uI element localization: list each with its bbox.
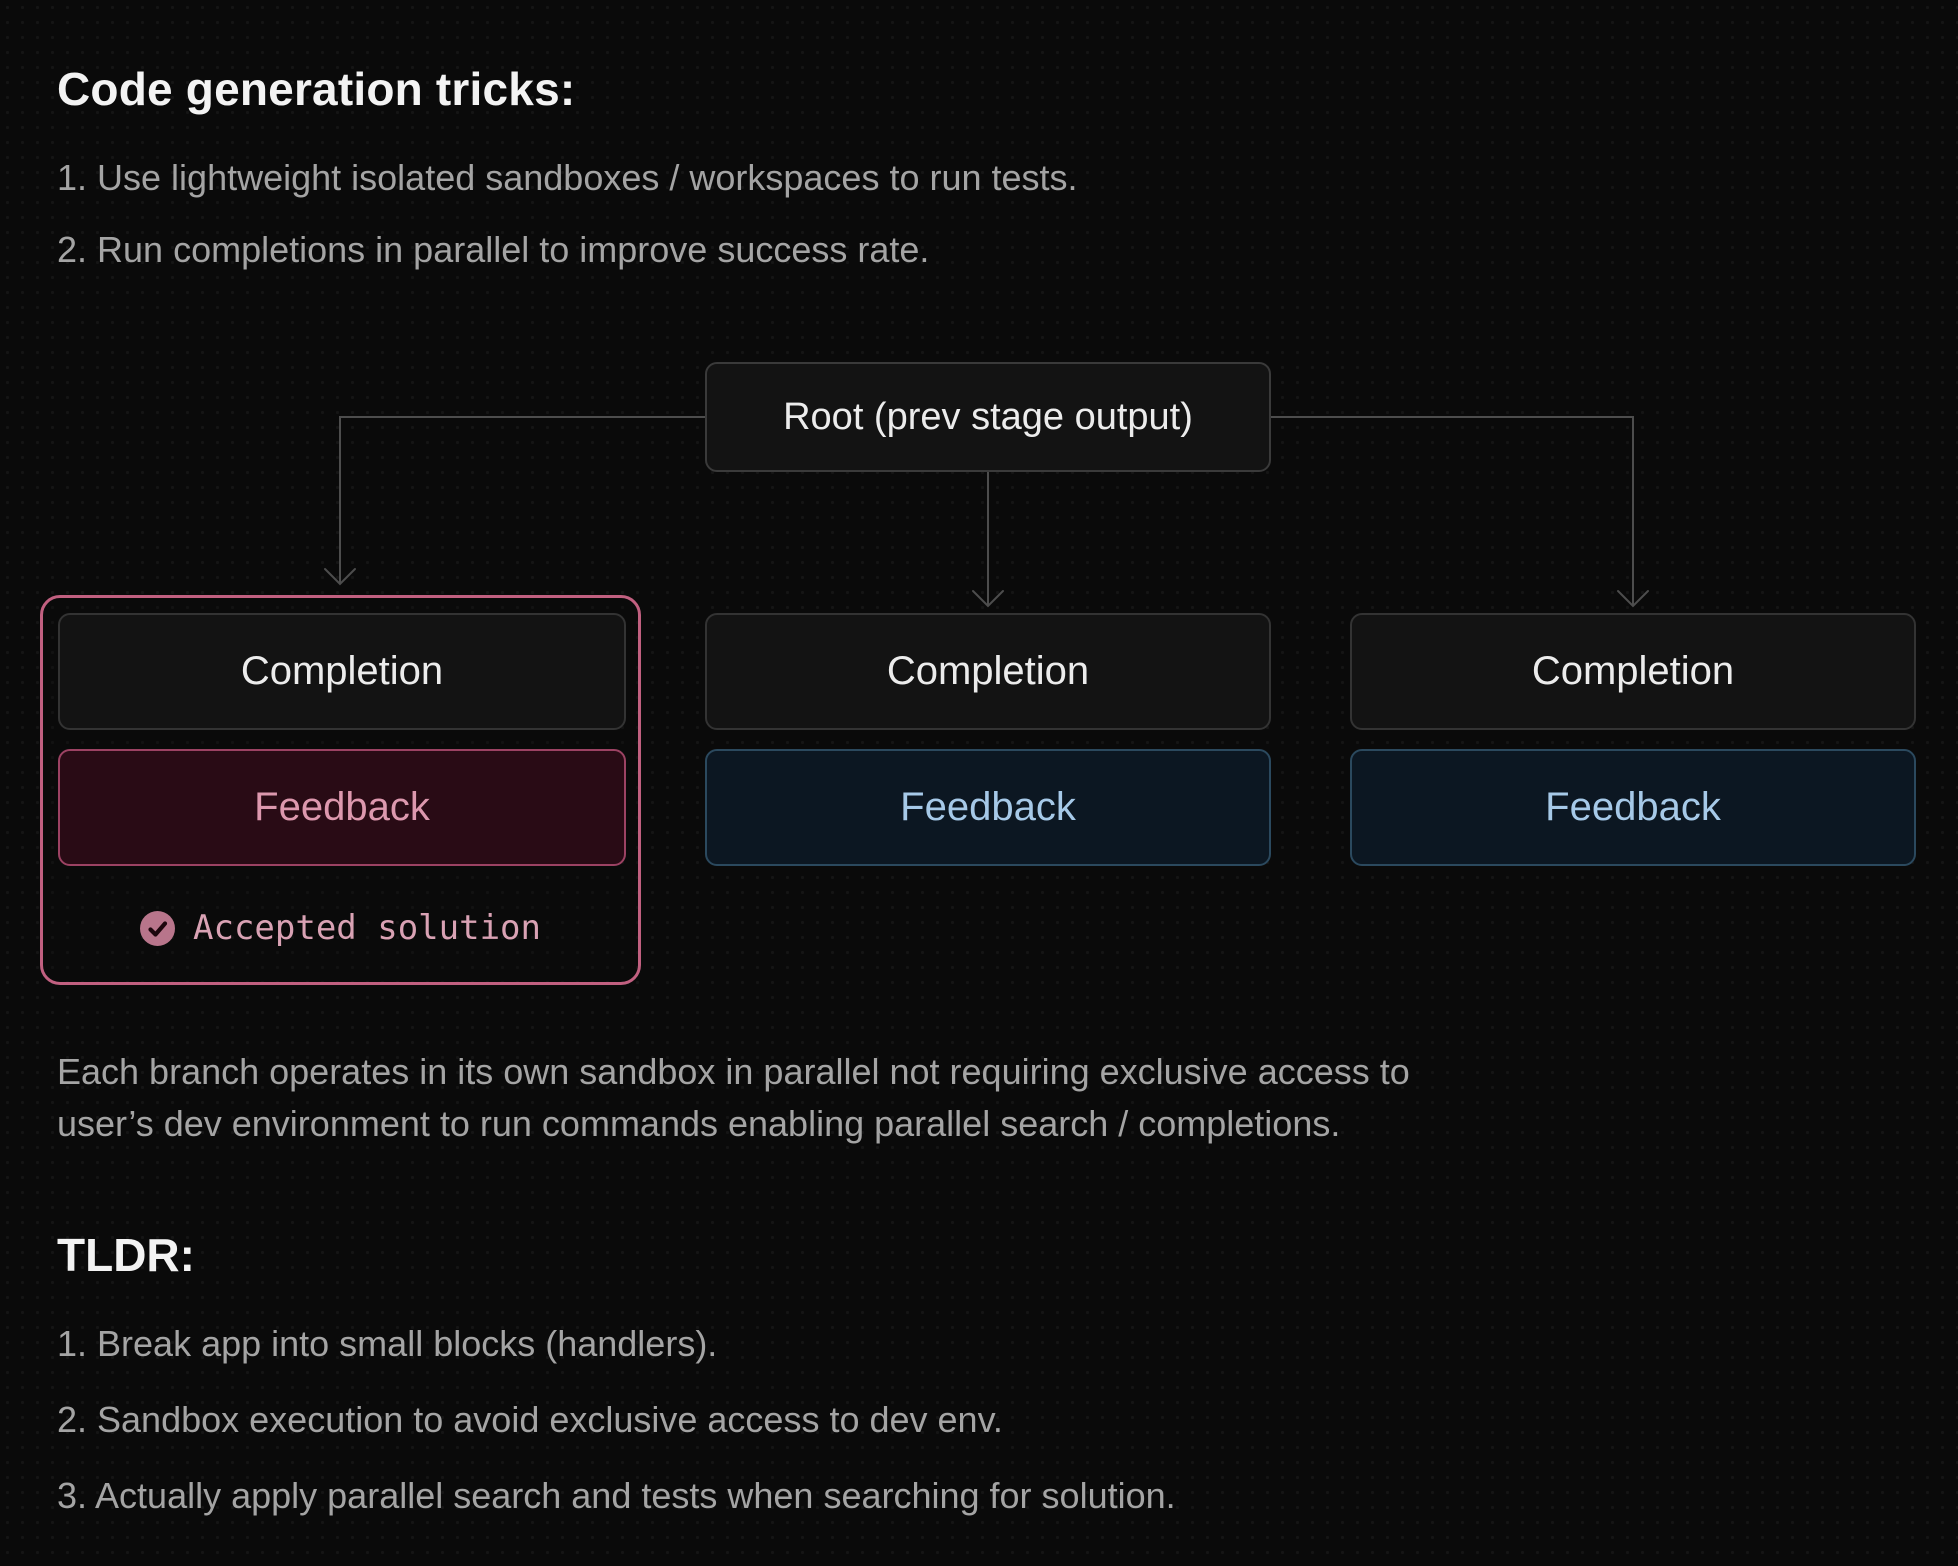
accepted-solution-badge: Accepted solution	[40, 901, 641, 955]
page-title: Code generation tricks:	[57, 63, 576, 115]
completion-label: Completion	[240, 649, 444, 693]
arrowhead-left-icon	[324, 568, 356, 586]
summary-paragraph-line-1: Each branch operates in its own sandbox …	[57, 1051, 1410, 1092]
completion-label: Completion	[886, 649, 1090, 693]
arrowhead-right-icon	[1617, 590, 1649, 608]
diagram-root-node: Root (prev stage output)	[705, 362, 1271, 472]
completion-label: Completion	[1531, 649, 1735, 693]
tldr-title: TLDR:	[57, 1229, 195, 1281]
root-node-label: Root (prev stage output)	[783, 395, 1193, 438]
branch-3-completion-node: Completion	[1350, 613, 1916, 730]
feedback-label: Feedback	[1545, 785, 1721, 829]
branch-2-completion-node: Completion	[705, 613, 1271, 730]
branch-1-completion-node: Completion	[58, 613, 626, 730]
branch-3-feedback-node: Feedback	[1350, 749, 1916, 866]
branch-2-feedback-node: Feedback	[705, 749, 1271, 866]
accepted-solution-label: Accepted solution	[193, 908, 541, 948]
tldr-item-1: 1. Break app into small blocks (handlers…	[57, 1323, 718, 1364]
feedback-label: Feedback	[254, 785, 430, 829]
intro-item-1: 1. Use lightweight isolated sandboxes / …	[57, 157, 1078, 198]
connector-left	[339, 416, 705, 583]
tldr-item-3: 3. Actually apply parallel search and te…	[57, 1475, 1176, 1516]
arrowhead-middle-icon	[972, 590, 1004, 608]
branch-1-feedback-node: Feedback	[58, 749, 626, 866]
tldr-item-2: 2. Sandbox execution to avoid exclusive …	[57, 1399, 1003, 1440]
check-circle-icon	[140, 910, 175, 946]
feedback-label: Feedback	[900, 785, 1076, 829]
summary-paragraph-line-2: user’s dev environment to run commands e…	[57, 1103, 1341, 1144]
intro-item-2: 2. Run completions in parallel to improv…	[57, 229, 930, 270]
connector-right	[1271, 416, 1634, 605]
